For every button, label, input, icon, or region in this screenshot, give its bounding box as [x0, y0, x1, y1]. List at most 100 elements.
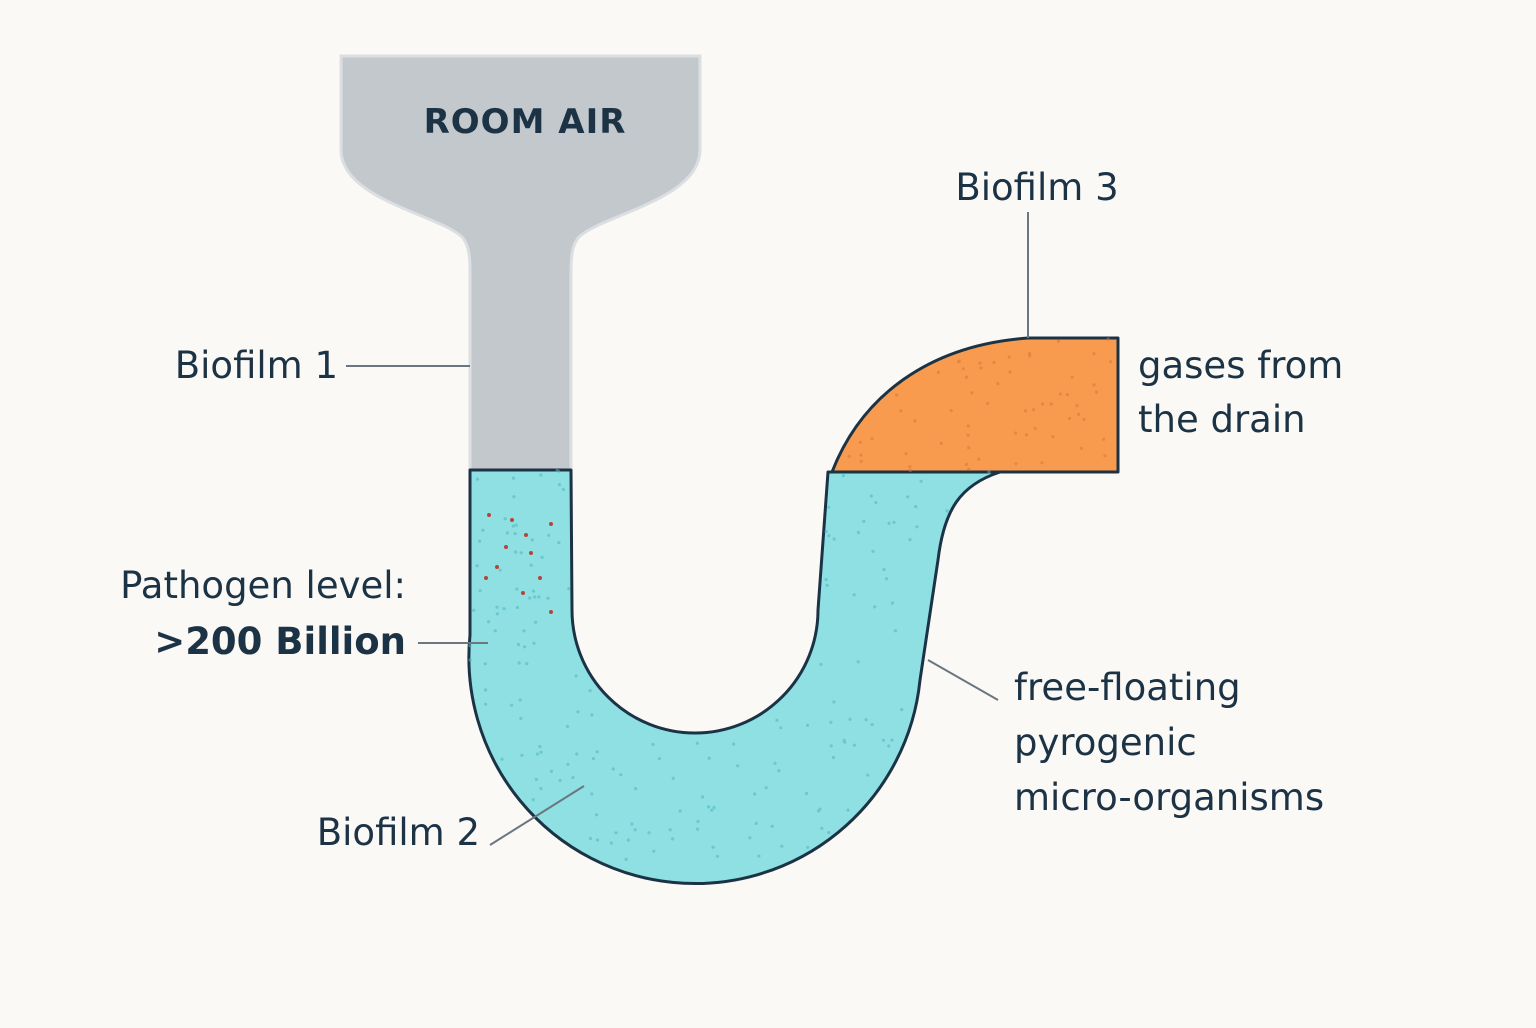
texture-dot	[671, 776, 675, 781]
texture-dot	[870, 437, 874, 441]
texture-dot	[706, 805, 711, 809]
texture-dot	[525, 662, 529, 666]
texture-dot	[478, 539, 482, 543]
texture-dot	[540, 555, 544, 559]
texture-dot	[992, 360, 996, 365]
texture-dot	[904, 452, 908, 456]
texture-dot	[1065, 393, 1070, 397]
texture-dot	[561, 487, 566, 492]
free-floating-label-line-1: free-floating	[1014, 666, 1241, 709]
texture-dot	[753, 792, 757, 796]
texture-dot	[515, 605, 520, 610]
texture-dot	[493, 629, 497, 633]
texture-dot	[565, 724, 570, 729]
texture-dot	[820, 826, 824, 831]
texture-dot	[1079, 446, 1084, 450]
texture-dot	[484, 688, 488, 692]
texture-dot	[510, 703, 514, 707]
pathogen-dot	[524, 533, 528, 537]
texture-dot	[475, 477, 480, 481]
texture-dot	[712, 806, 716, 810]
texture-dot	[518, 698, 522, 702]
texture-dot	[515, 587, 519, 591]
texture-dot	[1014, 462, 1018, 466]
texture-dot	[1077, 412, 1081, 416]
texture-dot	[484, 702, 488, 706]
texture-dot	[777, 769, 781, 773]
texture-dot	[884, 577, 889, 581]
texture-dot	[1109, 360, 1113, 364]
texture-dot	[487, 620, 491, 624]
biofilm-3-label: Biofilm 3	[955, 166, 1118, 209]
texture-dot	[780, 844, 784, 848]
texture-dot	[715, 854, 720, 858]
texture-dot	[906, 495, 910, 499]
texture-dot	[668, 828, 672, 832]
texture-dot	[595, 750, 599, 754]
texture-dot	[866, 773, 870, 777]
texture-dot	[874, 501, 878, 505]
texture-dot	[678, 809, 682, 813]
texture-dot	[505, 531, 509, 535]
texture-dot	[472, 608, 476, 612]
texture-dot	[841, 474, 846, 478]
texture-dot	[859, 459, 863, 463]
texture-dot	[530, 538, 534, 542]
free-floating-label-line-3: micro-organisms	[1014, 776, 1324, 819]
texture-dot	[588, 689, 592, 693]
texture-dot	[1092, 383, 1096, 387]
texture-dot	[829, 720, 833, 724]
texture-dot	[852, 743, 857, 747]
texture-dot	[1049, 402, 1053, 406]
texture-dot	[847, 454, 851, 458]
texture-dot	[914, 505, 918, 509]
texture-dot	[1023, 409, 1028, 413]
texture-dot	[514, 523, 518, 527]
texture-dot	[696, 819, 700, 824]
texture-dot	[873, 605, 877, 609]
texture-dot	[939, 441, 943, 445]
texture-dot	[961, 367, 965, 371]
texture-dot	[887, 744, 891, 748]
texture-dot	[590, 713, 594, 717]
texture-dot	[846, 808, 850, 812]
texture-dot	[967, 467, 971, 471]
texture-dot	[1027, 352, 1032, 356]
texture-dot	[1082, 417, 1086, 421]
texture-dot	[475, 564, 479, 568]
texture-dot	[757, 854, 761, 858]
texture-dot	[516, 642, 521, 647]
texture-dot	[696, 827, 700, 831]
texture-dot	[1092, 352, 1096, 356]
texture-dot	[819, 662, 823, 667]
texture-dot	[832, 700, 836, 704]
texture-dot	[764, 786, 768, 790]
texture-dot	[977, 457, 981, 461]
texture-dot	[881, 738, 886, 742]
texture-dot	[1028, 354, 1032, 358]
texture-dot	[967, 446, 971, 450]
free-floating-label-line-2: pyrogenic	[1014, 721, 1197, 764]
texture-dot	[900, 708, 904, 712]
texture-dot	[964, 375, 969, 379]
texture-dot	[1106, 337, 1110, 341]
texture-dot	[919, 479, 923, 483]
texture-dot	[856, 660, 860, 664]
texture-dot	[529, 563, 533, 567]
texture-dot	[827, 830, 831, 835]
pathogen-dot	[495, 565, 499, 569]
texture-dot	[978, 361, 982, 365]
texture-dot	[908, 465, 912, 469]
texture-dot	[626, 838, 630, 842]
texture-dot	[871, 549, 875, 554]
texture-dot	[966, 424, 970, 428]
texture-dot	[539, 750, 543, 754]
pathogen-label-line-2: >200 Billion	[154, 620, 406, 663]
texture-dot	[806, 845, 810, 849]
pathogen-dot	[529, 551, 533, 555]
texture-dot	[511, 524, 515, 528]
texture-dot	[915, 525, 919, 529]
biofilm-2-label: Biofilm 2	[317, 811, 480, 854]
texture-dot	[1075, 404, 1079, 408]
